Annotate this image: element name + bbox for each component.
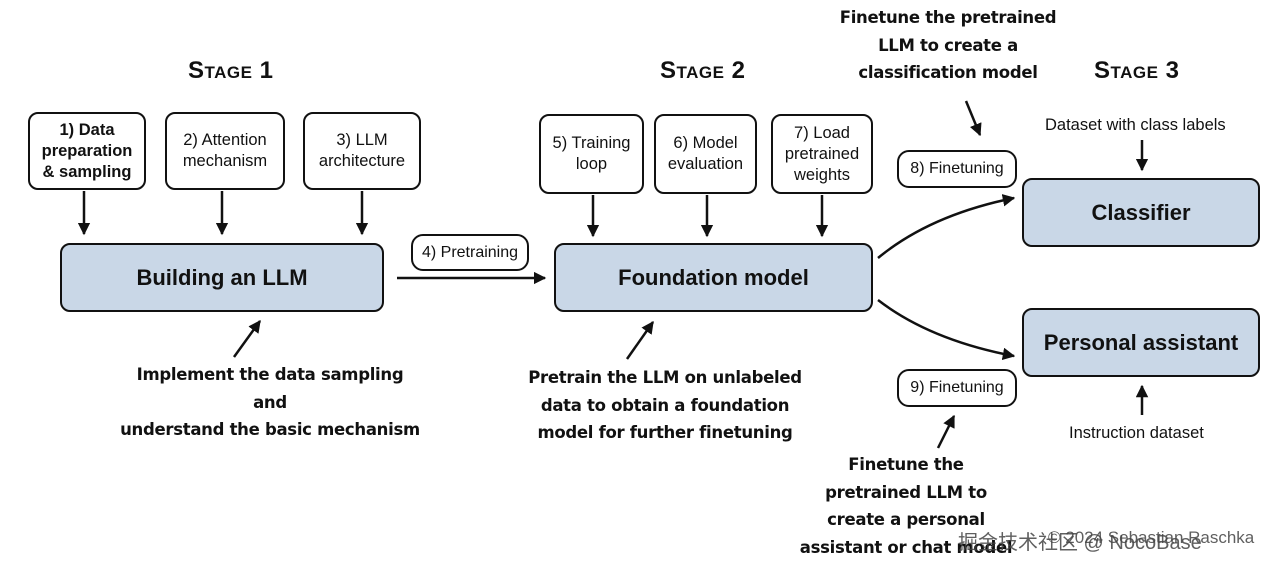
stage-1-note: Implement the data sampling and understa…	[120, 365, 420, 439]
watermark-text: 掘金技术社区 @ NocoBase	[958, 532, 1202, 554]
assistant-finetune-note: Finetune the pretrained LLM to create a …	[799, 455, 1013, 557]
data-preparation-box: 1) Data preparation & sampling	[28, 112, 146, 190]
classification-finetune-note: Finetune the pretrained LLM to create a …	[839, 8, 1057, 82]
arrow-assistant-note	[936, 414, 956, 449]
training-loop-box: 5) Training loop	[539, 114, 644, 194]
copyright-text: © 2024 Sebastian Raschka	[1048, 528, 1255, 547]
load-pretrained-weights-box: 7) Load pretrained weights	[771, 114, 873, 194]
pretraining-step: 4) Pretraining	[411, 234, 529, 271]
class-labels-dataset-label: Dataset with class labels	[1045, 116, 1226, 134]
finetuning-9-step: 9) Finetuning	[897, 369, 1017, 407]
stage-1-title: Stage 1	[188, 57, 274, 84]
personal-assistant-box: Personal assistant	[1022, 308, 1260, 377]
instruction-dataset-label: Instruction dataset	[1069, 424, 1204, 442]
arrow-stage2-note	[625, 320, 655, 360]
arrow-classification-note	[964, 100, 982, 137]
classifier-box: Classifier	[1022, 178, 1260, 247]
stage-2-title: Stage 2	[660, 57, 746, 84]
llm-architecture-box: 3) LLM architecture	[303, 112, 421, 190]
model-evaluation-box: 6) Model evaluation	[654, 114, 757, 194]
arrow-to-assistant	[877, 299, 1016, 361]
arrow-stage1-note	[232, 319, 262, 358]
stage-2-note: Pretrain the LLM on unlabeled data to ob…	[528, 368, 802, 442]
stage-3-title: Stage 3	[1094, 57, 1180, 84]
arrow-to-classifier	[877, 194, 1016, 259]
finetuning-8-step: 8) Finetuning	[897, 150, 1017, 188]
foundation-model-box: Foundation model	[554, 243, 873, 312]
building-llm-box: Building an LLM	[60, 243, 384, 312]
attention-mechanism-box: 2) Attention mechanism	[165, 112, 285, 190]
